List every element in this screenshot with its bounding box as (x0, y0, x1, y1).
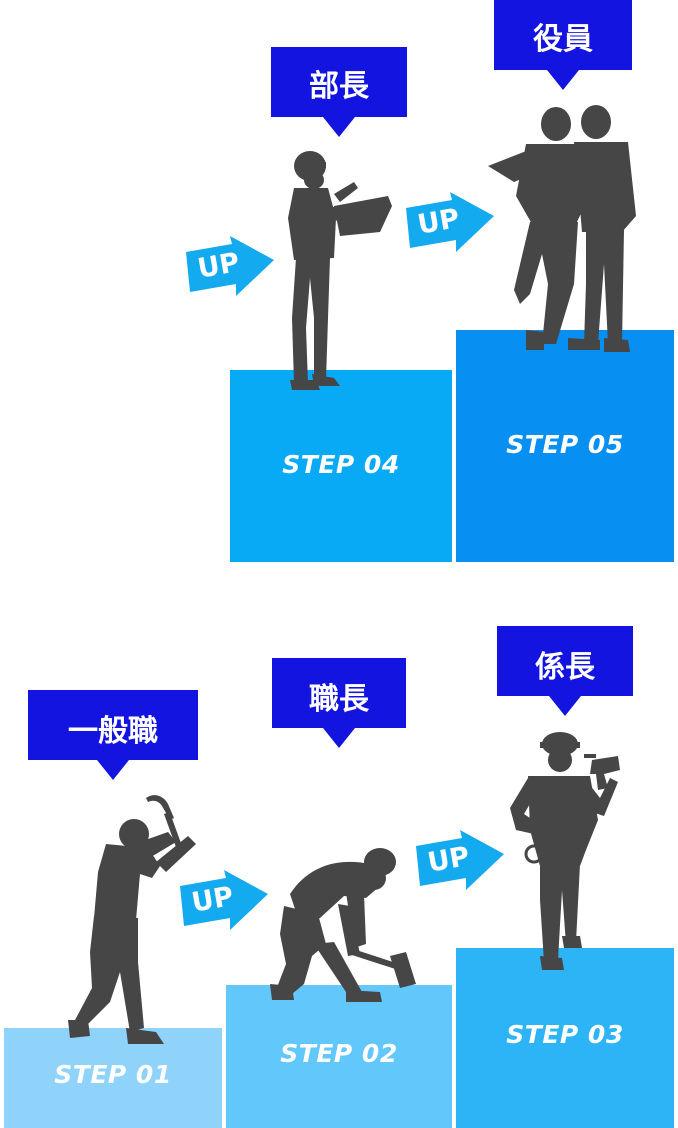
up-arrow-icon: UP (186, 236, 276, 300)
step-02-block: STEP 02 (226, 985, 452, 1128)
up-arrow-icon: UP (406, 192, 496, 256)
step-05-block: STEP 05 (456, 330, 674, 562)
step-02-label: STEP 02 (280, 1039, 398, 1068)
worker-with-hammer-icon (270, 844, 420, 1006)
title-yakuin-text: 役員 (533, 22, 593, 57)
step-03-label: STEP 03 (506, 1020, 624, 1049)
title-shokucho: 職長 (272, 658, 406, 748)
worker-with-pickaxe-icon (64, 792, 198, 1050)
step-03-block: STEP 03 (456, 948, 674, 1128)
title-bucho-text: 部長 (309, 69, 369, 104)
title-bucho: 部長 (271, 47, 407, 137)
step-05-label: STEP 05 (506, 430, 624, 459)
title-yakuin: 役員 (494, 0, 632, 90)
worker-with-drill-icon (500, 730, 624, 972)
title-kakaricho-text: 係長 (535, 650, 595, 685)
title-shokucho-text: 職長 (309, 682, 369, 717)
title-kakaricho: 係長 (497, 626, 633, 716)
title-ippanshoku: 一般職 (28, 690, 198, 780)
step-04-block: STEP 04 (230, 370, 452, 562)
step-04-label: STEP 04 (282, 450, 400, 479)
up-arrow-icon: UP (416, 830, 506, 894)
step-01-label: STEP 01 (54, 1060, 172, 1089)
executives-discussing-icon (486, 104, 642, 356)
step-01-block: STEP 01 (4, 1028, 222, 1128)
manager-with-document-icon (280, 148, 396, 394)
up-arrow-icon: UP (180, 870, 270, 934)
title-ippanshoku-text: 一般職 (68, 714, 158, 749)
